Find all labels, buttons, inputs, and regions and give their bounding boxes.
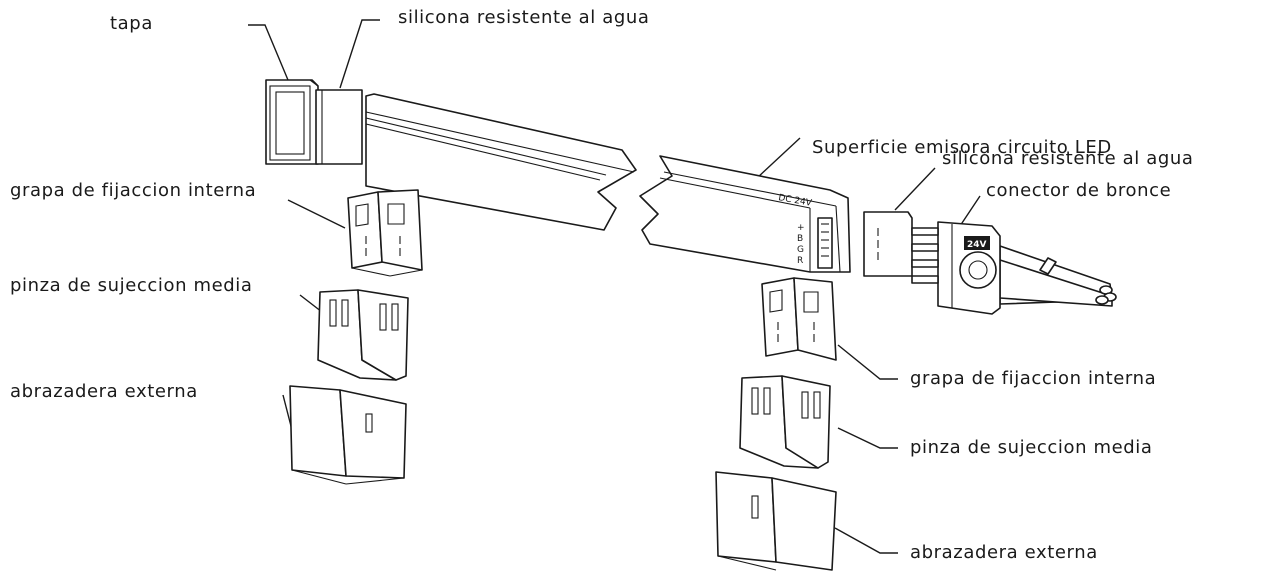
inner-fixing-clip-left [347,189,423,277]
label-inner-clip-right: grapa de fijaccion interna [910,368,1157,389]
label-middle-clamp-right: pinza de sujeccion media [910,437,1153,458]
leader-emitting-surface [756,137,801,179]
leader-silicone-left [339,19,380,89]
leader-inner-clip-right [837,344,898,380]
label-silicone-right: silicona resistente al agua [942,148,1194,169]
end-cap [265,79,319,165]
pin-marking-g: G [797,245,804,255]
leader-outer-clamp-right [834,527,898,554]
leader-cap [248,24,289,81]
label-outer-clamp-left: abrazadera externa [10,381,198,402]
pin-marking-plus: + [797,223,805,233]
brass-connector: 24V [911,221,1117,315]
label-cap: tapa [110,13,153,34]
leader-middle-clamp-right [837,427,898,449]
pin-marking-b: B [797,234,803,244]
inner-fixing-clip-right [761,277,837,361]
silicone-seal-left [315,89,363,165]
label-connector: conector de bronce [986,180,1172,201]
leader-silicone-right [894,167,936,211]
connector-voltage-marking: 24V [967,240,987,250]
label-emitting-surface: Superficie emisora circuito LED [812,137,1112,158]
label-inner-clip-left: grapa de fijaccion interna [10,180,257,201]
outer-clamp-left [289,385,407,485]
outer-clamp-right [715,471,837,571]
led-strip-left-segment [365,93,637,231]
leader-middle-clamp-left [299,294,323,313]
leader-inner-clip-left [287,199,346,229]
middle-clamp-right [739,375,831,469]
label-silicone-left: silicona resistente al agua [398,7,650,28]
led-strip-right-segment: DC 24V + B G R [639,155,851,273]
label-middle-clamp-left: pinza de sujeccion media [10,275,253,296]
silicone-seal-right [863,211,913,277]
pin-marking-r: R [797,256,803,266]
label-outer-clamp-right: abrazadera externa [910,542,1098,563]
middle-clamp-left [317,289,409,381]
